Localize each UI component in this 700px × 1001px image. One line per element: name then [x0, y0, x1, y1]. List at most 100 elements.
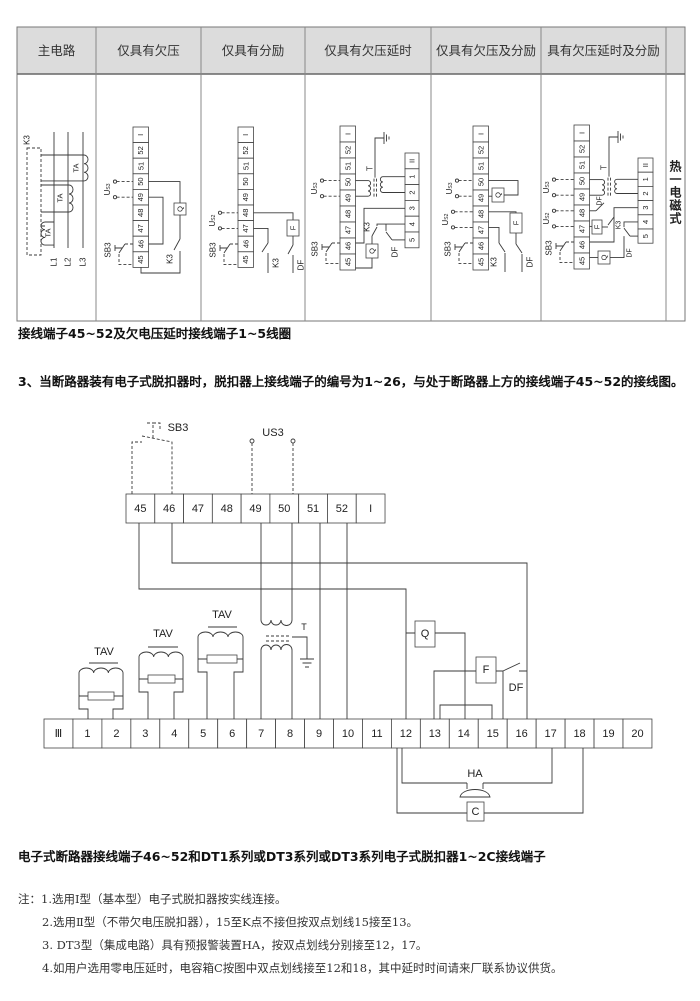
terminal: 20 — [622, 718, 653, 749]
tav-resistor-icon — [147, 674, 176, 684]
switch-contact-icon — [607, 216, 615, 226]
terminal-label: 11 — [371, 728, 382, 740]
terminal-box — [298, 493, 328, 524]
input-terminal-icon — [454, 178, 460, 183]
terminal: 48 — [237, 204, 254, 222]
terminal: 46 — [573, 236, 590, 254]
wire — [488, 180, 519, 196]
terminal: 45 — [472, 253, 489, 271]
terminal-box — [130, 718, 161, 749]
terminal-label: 50 — [343, 178, 352, 186]
terminal: Ⅲ — [43, 718, 74, 749]
note-item: 4.如用户选用零电压延时，电容箱C按图中双点划线接至12和18，其中延时时间请来… — [42, 961, 563, 975]
u-s2-label-subscript: S2 — [545, 212, 551, 218]
wire — [613, 207, 638, 216]
terminal-label: 13 — [429, 728, 441, 740]
terminal-label: 46 — [163, 503, 175, 515]
terminal-label: 47 — [577, 225, 586, 233]
us3-wires — [251, 443, 294, 494]
terminal-label: 45 — [343, 258, 352, 266]
df-switch-icon — [502, 662, 521, 672]
tav-coil-3-icon — [197, 626, 244, 719]
wire-46-to-16 — [171, 523, 528, 719]
terminal-box — [183, 493, 213, 524]
sb3-label: SB3 — [168, 422, 189, 434]
table-border — [16, 26, 686, 322]
terminal-label: 6 — [229, 728, 235, 740]
l1-label: L1 — [50, 257, 59, 266]
terminal-label: 52 — [343, 146, 352, 154]
terminal: 47 — [132, 220, 149, 237]
terminal: II — [637, 157, 654, 173]
header-undervoltage-only: 仅具有欠压 — [117, 43, 180, 58]
terminal-label: 49 — [476, 194, 485, 202]
terminal: 50 — [573, 172, 590, 190]
header-undervoltage-and-shunt: 仅具有欠压及分励 — [436, 43, 536, 58]
terminal: 45 — [339, 253, 356, 271]
jumper-13-15 — [439, 704, 493, 719]
l3-label: L3 — [79, 257, 88, 266]
transformer-core-icon — [266, 635, 290, 642]
terminal-box — [275, 718, 305, 749]
terminal-label: 1 — [408, 175, 417, 179]
terminal: 49 — [132, 189, 149, 206]
terminal: 48 — [573, 204, 590, 222]
transformer-secondary-icon — [614, 178, 618, 194]
terminal: 4 — [159, 718, 190, 749]
q-label: Q — [421, 628, 430, 640]
u-s2-label-main: U — [441, 220, 450, 226]
us3-terminal-icon — [249, 438, 255, 444]
u-s2-label-subscript: S2 — [211, 214, 217, 220]
u-s3-label: US3 — [103, 183, 113, 195]
terminal-label: 4 — [641, 220, 650, 224]
input-terminal-icon — [551, 193, 557, 198]
switch-contact-icon — [595, 202, 605, 212]
terminal: 52 — [327, 493, 357, 524]
terminal-label: 49 — [577, 193, 586, 201]
sb3-switch-icon — [131, 422, 173, 494]
transformer-primary-icon — [367, 180, 371, 197]
wire — [253, 227, 269, 243]
tav-label: TAV — [94, 646, 114, 658]
terminal-label: I — [241, 134, 250, 136]
wire — [589, 236, 625, 259]
df-label: DF — [509, 682, 524, 694]
terminal-label: 49 — [136, 193, 145, 201]
terminal: 8 — [275, 718, 305, 749]
terminal: 47 — [183, 493, 213, 524]
terminal-box — [477, 718, 508, 749]
terminal-box — [237, 251, 254, 268]
terminal-label: 9 — [316, 728, 322, 740]
terminal-box — [622, 718, 653, 749]
input-terminal-icon — [551, 208, 557, 213]
terminal-box — [72, 718, 103, 749]
note-item: 2.选用Ⅱ型（不带欠电压脱扣器），15至K点不接但按双点划线15接至13。 — [42, 915, 418, 929]
ta-label: TA — [56, 193, 65, 202]
sb3-pushbutton-icon — [454, 244, 462, 250]
switch-contact-icon — [287, 244, 294, 255]
switch-contact-icon — [515, 243, 523, 254]
terminal: 46 — [237, 235, 254, 253]
switch-contact-icon — [118, 243, 126, 254]
tav-resistor-icon — [87, 691, 115, 701]
sb3-wire — [118, 254, 133, 266]
ta-coil-3-icon — [41, 154, 89, 182]
switch-contact-icon — [173, 238, 181, 251]
sb3-pushbutton-icon — [114, 245, 122, 251]
terminal: 51 — [237, 157, 254, 175]
terminal-label: 48 — [577, 209, 586, 217]
transformer-primary-icon — [260, 523, 293, 626]
switch-contact-icon — [559, 241, 567, 252]
terminal: 52 — [237, 142, 254, 159]
u-s2-label-main: U — [542, 219, 551, 225]
terminal: 50 — [472, 173, 489, 191]
terminal-label: 46 — [343, 242, 352, 250]
input-terminal-icon — [217, 210, 223, 215]
q-label: Q — [368, 248, 377, 254]
terminal-box — [355, 493, 386, 524]
header-shunt-only: 仅具有分励 — [222, 43, 285, 58]
sb3-wire — [223, 254, 238, 266]
